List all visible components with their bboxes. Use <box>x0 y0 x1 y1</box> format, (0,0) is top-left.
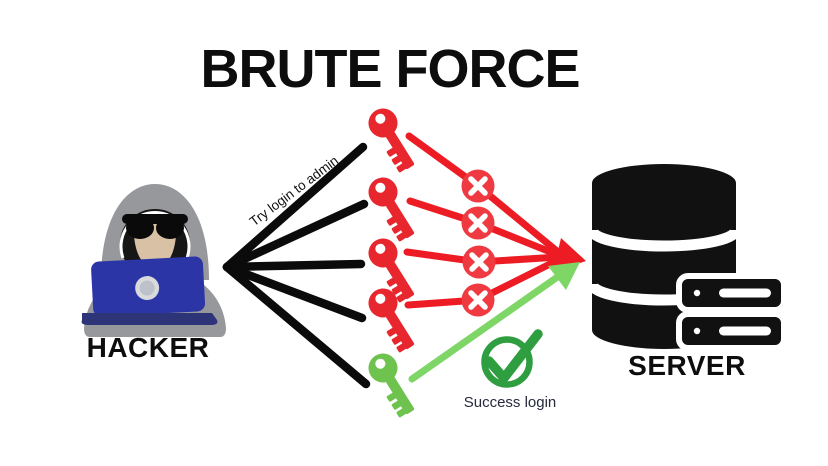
x-circle-icon-3 <box>462 245 496 279</box>
key-icon-red-2 <box>368 177 415 242</box>
x-circle-icon-2 <box>461 206 495 240</box>
key-icon-red-4 <box>368 288 415 353</box>
key-icon-green <box>368 353 415 418</box>
check-circle-icon <box>481 329 543 388</box>
server-rack-icon <box>676 273 787 351</box>
sunglasses-icon <box>122 214 188 239</box>
attempt-line-4 <box>222 262 367 323</box>
x-circle-icon-4 <box>461 283 495 317</box>
key-icon-red-1 <box>368 108 415 173</box>
key-icon-red-3 <box>368 238 415 303</box>
laptop-icon <box>81 256 218 325</box>
hood-rim <box>119 211 191 259</box>
server-label: SERVER <box>628 350 746 381</box>
page-title: BRUTE FORCE <box>200 39 581 99</box>
attempt-lines <box>222 142 371 389</box>
laptop-base <box>81 313 218 325</box>
green-arrowhead-icon <box>548 262 580 290</box>
hacker-icon <box>81 184 226 337</box>
attempt-line-3 <box>222 259 366 272</box>
key-icons <box>368 108 415 418</box>
success-line <box>408 274 560 383</box>
attempt-line-5 <box>222 262 371 389</box>
attempt-line-2 <box>222 199 369 272</box>
hacker-label: HACKER <box>86 332 210 363</box>
success-annotation: Success login <box>463 394 557 411</box>
fail-badges <box>461 169 496 317</box>
server-icon <box>586 164 787 351</box>
x-circle-icon-1 <box>461 169 495 203</box>
attempt-line-1 <box>222 142 368 272</box>
